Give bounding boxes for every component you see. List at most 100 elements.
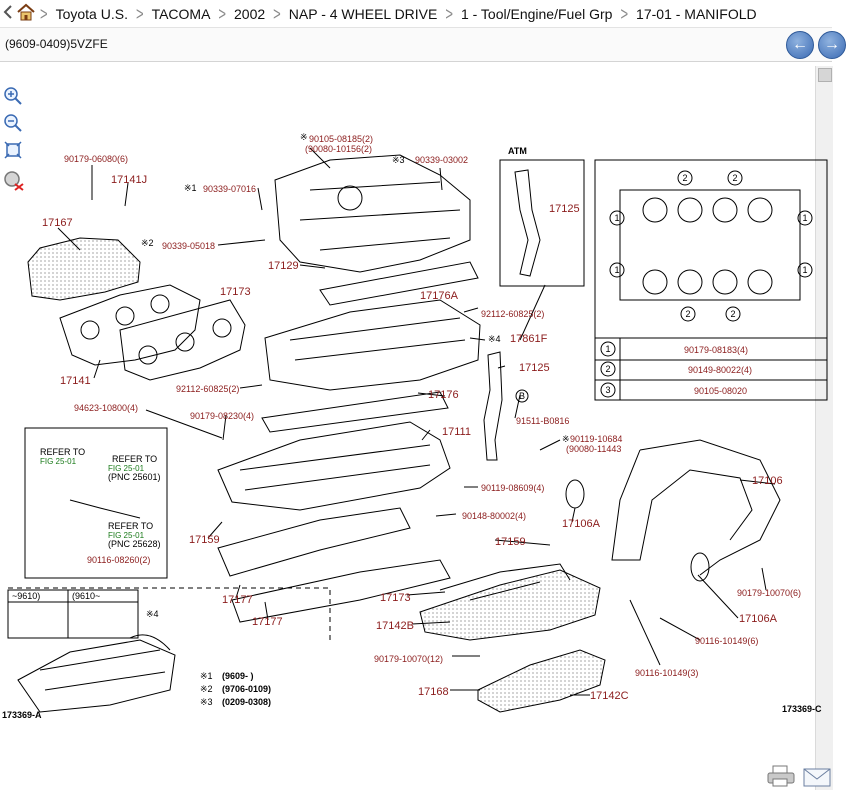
legend-part-1[interactable]: 90179-08183(4) [684, 345, 748, 355]
part-90116-10149-lower[interactable]: 90116-10149(3) [635, 668, 698, 678]
clear-zoom-icon[interactable] [3, 170, 24, 191]
model-code: (9609-0409)5VZFE [5, 37, 108, 51]
note-mark-2: ※2 [141, 238, 154, 248]
part-17111[interactable]: 17111 [442, 426, 471, 438]
part-17106a-right[interactable]: 17106A [739, 613, 778, 625]
part-17173-upper[interactable]: 17173 [220, 286, 251, 298]
part-90105-08185[interactable]: 90105-08185(2) [309, 134, 373, 144]
breadcrumb-separator-icon: > [40, 3, 48, 24]
note-2-text: (9706-0109) [222, 684, 271, 694]
part-17142b[interactable]: 17142B [376, 620, 414, 632]
part-17861f[interactable]: 17861F [510, 333, 548, 345]
atm-label: ATM [508, 146, 527, 156]
part-90179-10070-right[interactable]: 90179-10070(6) [737, 588, 801, 598]
breadcrumb-separator-icon: > [445, 3, 453, 24]
part-94623-10800[interactable]: 94623-10800(4) [74, 403, 138, 413]
part-90119-10684[interactable]: 90119-10684 [570, 434, 622, 444]
breadcrumb-drive[interactable]: NAP - 4 WHEEL DRIVE [288, 5, 438, 22]
part-17173-lower[interactable]: 17173 [380, 592, 411, 604]
svg-text:2: 2 [605, 364, 610, 374]
part-91511-b0816[interactable]: 91511-B0816 [516, 416, 569, 426]
note-1-mark: ※1 [200, 671, 213, 681]
legend-part-2[interactable]: 90149-80022(4) [688, 365, 752, 375]
breadcrumb-brand[interactable]: Toyota U.S. [55, 5, 128, 22]
part-17177-upper[interactable]: 17177 [222, 594, 253, 606]
part-17177-lower[interactable]: 17177 [252, 616, 283, 628]
part-90080-11443[interactable]: (90080-11443 [566, 444, 621, 454]
inset-col-b: (9610~ [72, 591, 100, 601]
refer-to-b: REFER TO [112, 454, 157, 464]
part-17125[interactable]: 17125 [519, 362, 550, 374]
refer-pnc-b: (PNC 25601) [108, 472, 161, 482]
breadcrumb-section[interactable]: 17-01 - MANIFOLD [636, 5, 757, 22]
note-2-mark: ※2 [200, 684, 213, 694]
previous-page-icon[interactable]: ← [786, 31, 814, 59]
part-90116-10149-right[interactable]: 90116-10149(6) [695, 636, 758, 646]
breadcrumb-model[interactable]: TACOMA [151, 5, 211, 22]
svg-text:1: 1 [605, 344, 610, 354]
part-17141j[interactable]: 17141J [111, 174, 147, 186]
zoom-out-icon[interactable] [3, 113, 23, 133]
model-bar: (9609-0409)5VZFE ← → [0, 27, 846, 62]
part-17168[interactable]: 17168 [418, 686, 449, 698]
svg-text:1: 1 [614, 213, 619, 223]
part-90179-08230[interactable]: 90179-08230(4) [190, 411, 254, 421]
part-17176[interactable]: 17176 [428, 389, 459, 401]
note-star: ※ [300, 132, 308, 142]
part-92112-60825-lower[interactable]: 92112-60825(2) [176, 384, 239, 394]
part-17167[interactable]: 17167 [42, 217, 73, 229]
email-icon[interactable] [803, 766, 831, 788]
part-17125-atm[interactable]: 17125 [549, 203, 580, 215]
vertical-scrollbar[interactable] [815, 66, 833, 790]
breadcrumb-separator-icon: > [218, 3, 227, 24]
illustration-code-right: 173369-C [782, 704, 822, 714]
part-90339-05018[interactable]: 90339-05018 [162, 241, 215, 251]
svg-text:2: 2 [732, 173, 737, 183]
scrollbar-up-arrow[interactable] [818, 68, 832, 82]
legend-part-3[interactable]: 90105-08020 [694, 386, 747, 396]
part-17176a[interactable]: 17176A [420, 290, 459, 302]
svg-text:1: 1 [802, 213, 807, 223]
print-icon[interactable] [766, 764, 796, 788]
illustration-code-left: 173369-A [2, 710, 42, 720]
breadcrumb-separator-icon: > [273, 3, 281, 24]
refer-fig-c[interactable]: FIG 25-01 [108, 531, 145, 540]
fit-page-icon[interactable] [3, 140, 23, 160]
part-90179-10070-left[interactable]: 90179-10070(12) [374, 654, 443, 664]
part-17159-right[interactable]: 17159 [495, 536, 526, 548]
part-17142c[interactable]: 17142C [590, 690, 629, 702]
part-17106a-left[interactable]: 17106A [562, 518, 601, 530]
part-92112-60825-upper[interactable]: 92112-60825(2) [481, 309, 544, 319]
part-90148-80002[interactable]: 90148-80002(4) [462, 511, 526, 521]
zoom-in-icon[interactable] [3, 86, 23, 106]
part-17106[interactable]: 17106 [752, 475, 783, 487]
zoom-toolbar [0, 62, 28, 202]
part-90080-10156[interactable]: (90080-10156(2) [305, 144, 372, 154]
next-page-icon[interactable]: → [818, 31, 846, 59]
part-90119-08609[interactable]: 90119-08609(4) [481, 483, 544, 493]
svg-text:B: B [519, 391, 525, 401]
breadcrumb-year[interactable]: 2002 [234, 5, 266, 22]
refer-to-c: REFER TO [108, 521, 153, 531]
note-star-2: ※ [562, 434, 570, 444]
part-90116-08260[interactable]: 90116-08260(2) [87, 555, 150, 565]
part-17129[interactable]: 17129 [268, 260, 299, 272]
svg-text:1: 1 [614, 265, 619, 275]
part-17159-left[interactable]: 17159 [189, 534, 220, 546]
breadcrumb-group[interactable]: 1 - Tool/Engine/Fuel Grp [460, 5, 613, 22]
home-icon[interactable] [16, 3, 38, 24]
refer-to-a: REFER TO [40, 447, 85, 457]
refer-fig-b[interactable]: FIG 25-01 [108, 464, 145, 473]
refer-fig-a[interactable]: FIG 25-01 [40, 457, 77, 466]
part-90179-06080[interactable]: 90179-06080(6) [64, 154, 128, 164]
part-90339-07016[interactable]: 90339-07016 [203, 184, 256, 194]
part-90339-03002[interactable]: 90339-03002 [415, 155, 468, 165]
breadcrumb: > Toyota U.S. > TACOMA > 2002 > NAP - 4 … [0, 0, 832, 27]
inset-col-a: ~9610) [12, 591, 40, 601]
back-arrow-icon[interactable] [2, 5, 16, 22]
part-17141[interactable]: 17141 [60, 375, 91, 387]
svg-text:3: 3 [605, 385, 610, 395]
inset-note: ※4 [146, 609, 159, 619]
note-mark-4: ※4 [488, 334, 501, 344]
